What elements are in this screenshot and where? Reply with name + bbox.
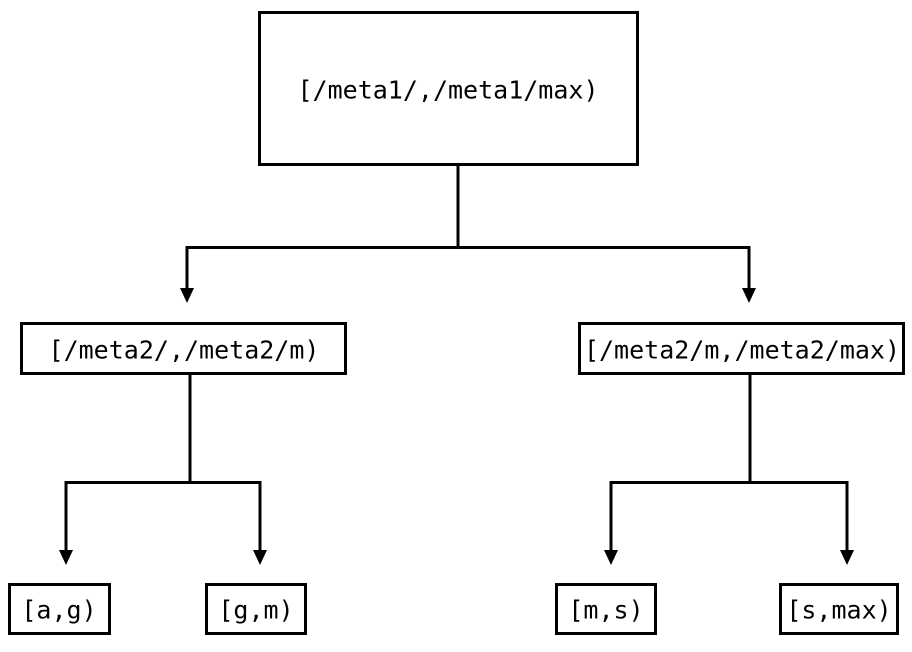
arrowhead-mid-left-to-leaf-gm: [253, 550, 267, 565]
edge-group-midleft-to-leaves: [59, 375, 267, 565]
node-leaf-a-g[interactable]: [a,g): [8, 583, 111, 635]
node-root-box[interactable]: [258, 11, 639, 166]
node-mid-left-box[interactable]: [20, 322, 347, 375]
node-mid-right[interactable]: [/meta2/m,/meta2/max): [578, 322, 905, 375]
node-mid-left[interactable]: [/meta2/,/meta2/m): [20, 322, 347, 375]
node-leaf-g-m-label: [g,m): [218, 596, 293, 625]
arrowhead-root-to-mid-left: [180, 288, 194, 303]
node-leaf-s-max-label: [s,max): [786, 596, 891, 625]
edge-group-midright-to-leaves: [604, 375, 854, 565]
node-leaf-g-m-box[interactable]: [205, 583, 307, 635]
node-leaf-a-g-box[interactable]: [8, 583, 111, 635]
node-leaf-m-s-box[interactable]: [555, 583, 657, 635]
node-leaf-s-max[interactable]: [s,max): [779, 583, 899, 635]
node-leaf-m-s-label: [m,s): [568, 596, 643, 625]
arrowhead-root-to-mid-right: [742, 288, 756, 303]
node-leaf-s-max-box[interactable]: [779, 583, 899, 635]
arrowhead-mid-left-to-leaf-ag: [59, 550, 73, 565]
node-root[interactable]: [/meta1/,/meta1/max): [258, 11, 639, 166]
node-leaf-a-g-label: [a,g): [21, 596, 96, 625]
node-mid-left-label: [/meta2/,/meta2/m): [49, 336, 320, 365]
arrowhead-mid-right-to-leaf-ms: [604, 550, 618, 565]
node-leaf-m-s[interactable]: [m,s): [555, 583, 657, 635]
edge-group-root-to-middle: [180, 166, 756, 303]
node-mid-right-box[interactable]: [578, 322, 905, 375]
node-root-label: [/meta1/,/meta1/max): [297, 76, 598, 105]
node-leaf-g-m[interactable]: [g,m): [205, 583, 307, 635]
node-mid-right-label: [/meta2/m,/meta2/max): [584, 336, 900, 365]
arrowhead-mid-right-to-leaf-smax: [840, 550, 854, 565]
